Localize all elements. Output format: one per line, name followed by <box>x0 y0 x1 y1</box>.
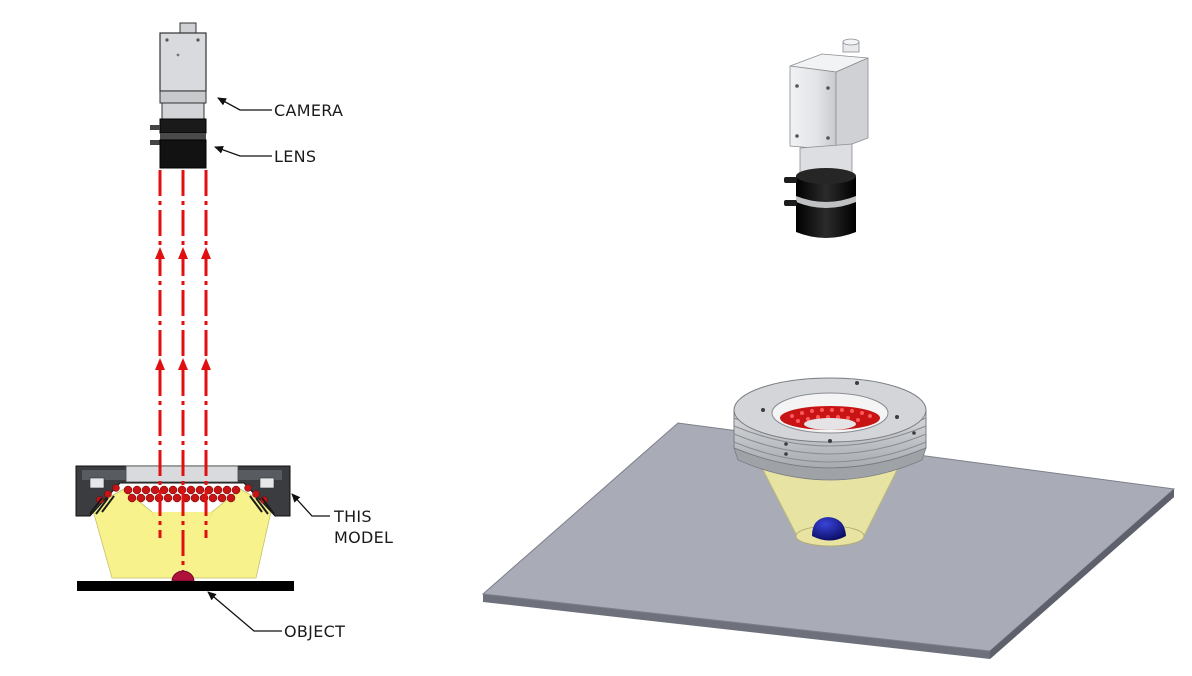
camera-label: CAMERA <box>274 101 343 120</box>
arrow-up-icon <box>155 247 211 370</box>
light-rays <box>158 170 208 575</box>
schematic-2d: CAMERA LENS THIS MODEL OBJECT <box>75 22 393 641</box>
camera-3d <box>784 38 869 238</box>
model-label-line2: MODEL <box>334 528 393 547</box>
lens-label: LENS <box>274 147 316 166</box>
callout-lines <box>207 97 330 632</box>
object-label: OBJECT <box>284 622 345 641</box>
object-dome-3d <box>812 517 846 541</box>
model-label-line1: THIS <box>333 507 372 526</box>
scene-3d <box>481 38 1176 659</box>
light-cones <box>91 488 273 579</box>
ring-light-3d <box>733 377 927 481</box>
lens-2d <box>150 118 207 169</box>
camera-2d <box>159 22 207 120</box>
object-2d <box>77 570 294 591</box>
